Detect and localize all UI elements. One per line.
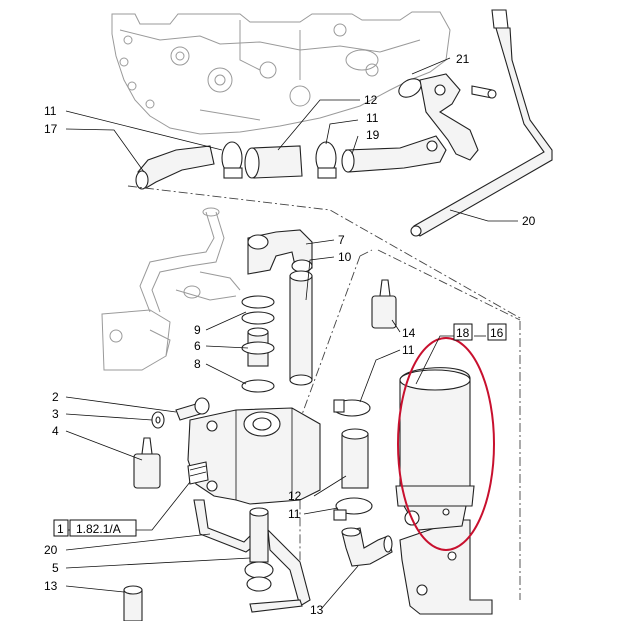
- callout-17: 17: [44, 122, 58, 136]
- callout-6: 6: [194, 339, 201, 353]
- washer-3: [151, 411, 165, 429]
- callout-18-box: [453, 323, 473, 341]
- sealant-bottle-14: [371, 279, 397, 329]
- callout-11-top-left: 11: [44, 104, 57, 118]
- pipe-20-lower: [193, 499, 311, 613]
- callout-11-top-right: 11: [366, 111, 379, 125]
- hose-clamp-11-a: [221, 141, 243, 179]
- callout-5: 5: [52, 561, 59, 575]
- callout-4: 4: [52, 424, 59, 438]
- callout-20-left: 20: [44, 543, 58, 557]
- callout-labels: 21 11 17 12 11 19 20 7 10 9 6 8 14 18 16…: [44, 52, 536, 617]
- hose-clamp-11-c: [333, 399, 371, 417]
- filter-bracket: [399, 519, 493, 615]
- hydraulic-filter-18: [395, 367, 475, 531]
- engine-block-outline: [111, 11, 451, 135]
- callout-3: 3: [52, 407, 59, 421]
- hose-12-lower: [341, 428, 369, 489]
- callout-12-top: 12: [364, 93, 378, 107]
- callout-16-box: [487, 323, 507, 341]
- callout-10: 10: [338, 250, 352, 264]
- filter-highlight-ring: [397, 337, 495, 551]
- hydraulic-pump: [187, 407, 321, 505]
- hose-17: [135, 145, 215, 190]
- seal-ring-8: [241, 379, 275, 393]
- callout-11-lower: 11: [288, 507, 301, 521]
- callout-9: 9: [194, 323, 201, 337]
- callout-2: 2: [52, 390, 59, 404]
- fitting-5: [244, 507, 274, 592]
- callout-20-right: 20: [522, 214, 536, 228]
- callout-16: 16: [490, 326, 504, 340]
- flange-elbow-21: [398, 73, 497, 161]
- callout-1: 1: [57, 522, 64, 536]
- hose-12-top: [244, 145, 303, 179]
- tube-10: [289, 270, 313, 386]
- elbow-fitting-7: [247, 229, 313, 275]
- reference-code: 1.82.1/A: [76, 522, 121, 536]
- hose-19: [341, 135, 447, 173]
- adapter-fitting-6: [241, 327, 275, 367]
- reference-box: [69, 519, 137, 537]
- callout-14: 14: [402, 326, 416, 340]
- hose-clamp-11-b: [315, 141, 337, 179]
- callout-21: 21: [456, 52, 470, 66]
- callout-13-left: 13: [44, 579, 58, 593]
- callout-18: 18: [456, 326, 470, 340]
- ghost-lines-left: [101, 207, 241, 371]
- callout-12-lower: 12: [288, 489, 302, 503]
- rigid-pipe-20: [410, 9, 553, 237]
- bolt-2: [175, 397, 210, 421]
- callout-11-mid: 11: [402, 343, 415, 357]
- elbow-hose-13: [341, 527, 393, 567]
- callout-1-box: [53, 519, 69, 537]
- callout-7: 7: [338, 233, 345, 247]
- sealant-bottle-4: [133, 437, 161, 489]
- leader-lines: [65, 57, 518, 609]
- seal-ring-9: [241, 295, 275, 325]
- callout-19: 19: [366, 128, 380, 142]
- callout-8: 8: [194, 357, 201, 371]
- tube-13-lower: [123, 585, 143, 621]
- hose-clamp-11-d: [333, 497, 373, 521]
- callout-13-bottom: 13: [310, 603, 324, 617]
